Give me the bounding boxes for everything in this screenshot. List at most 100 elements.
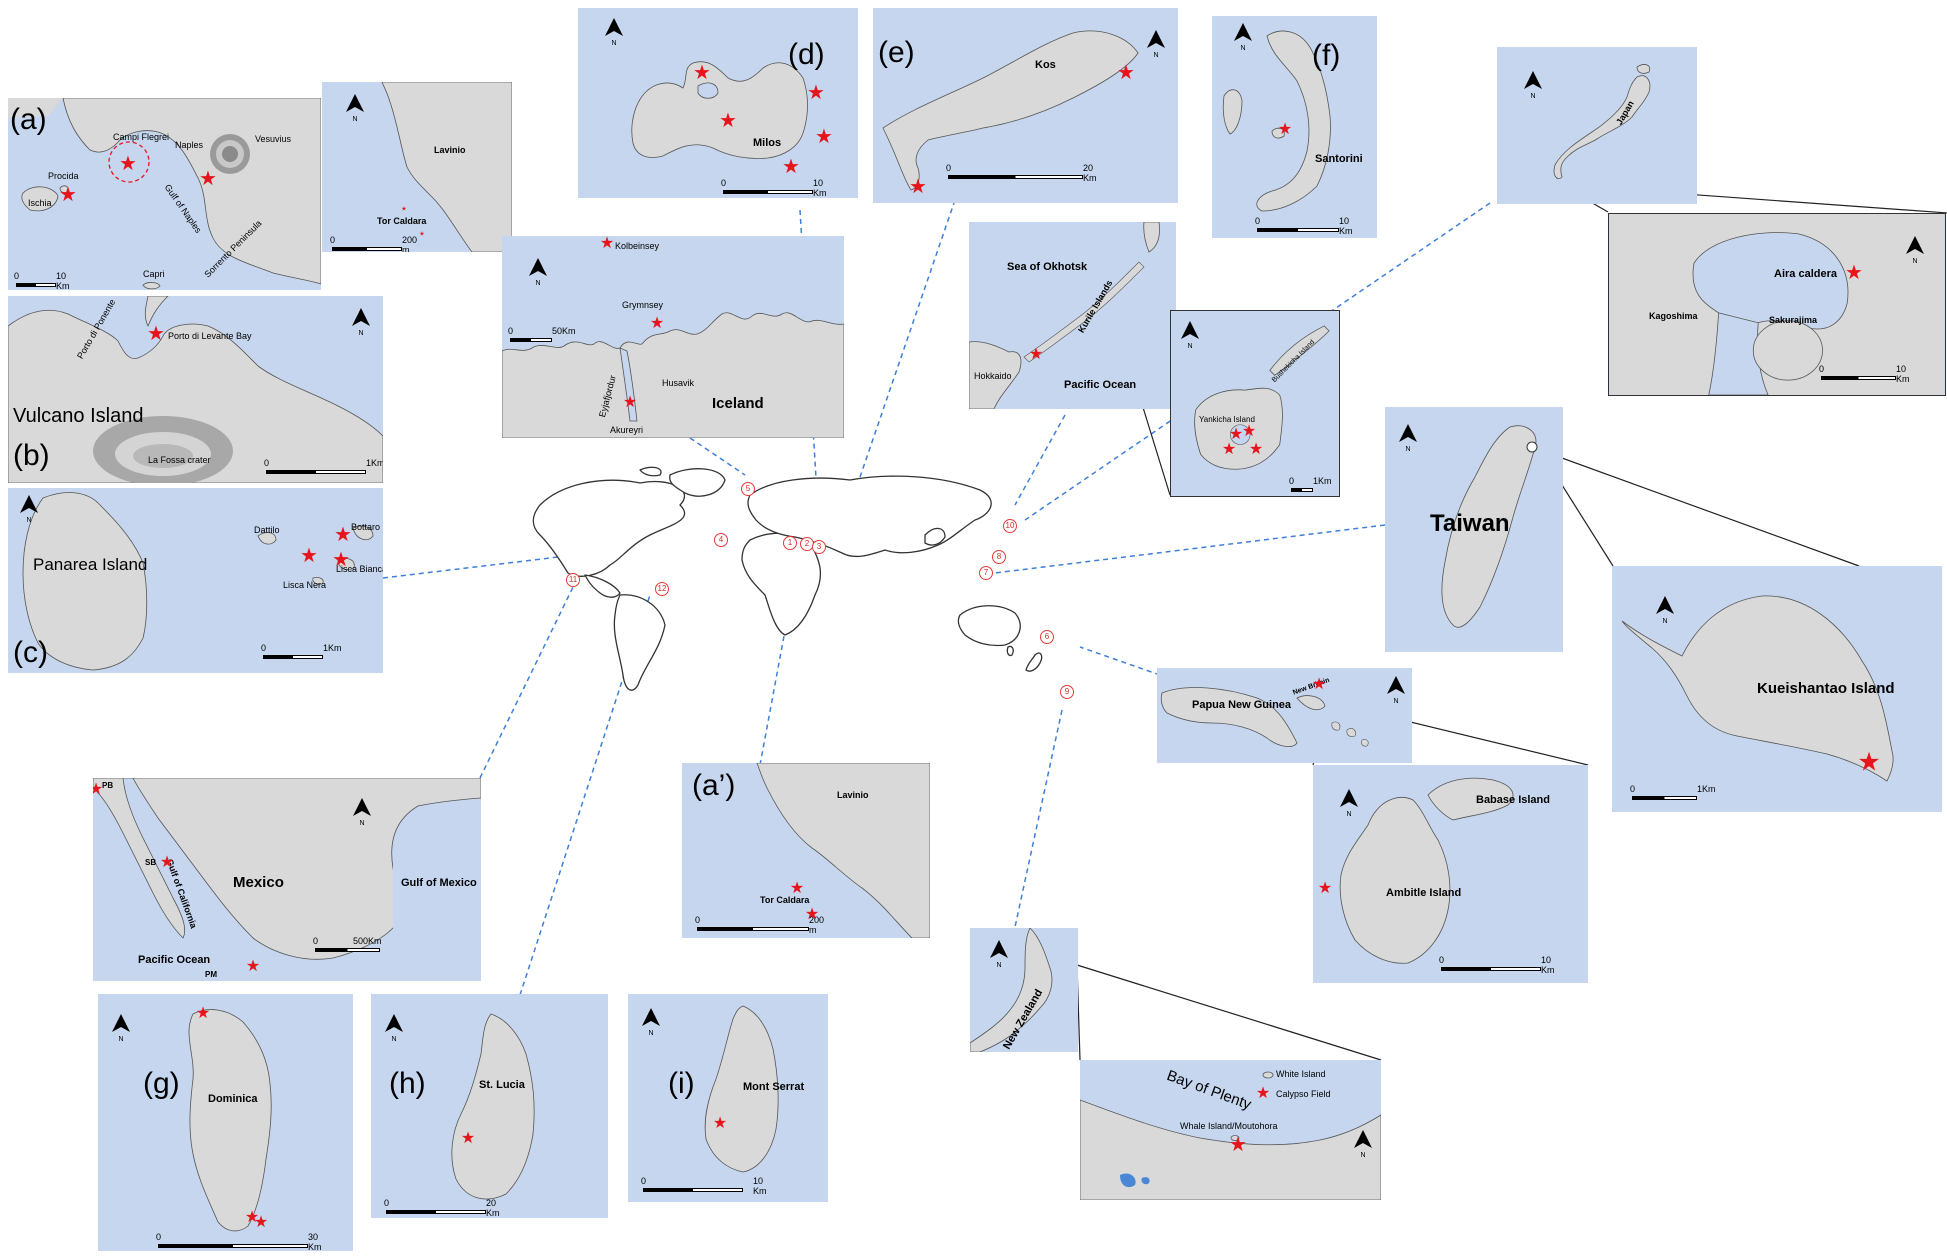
label-kagoshima: Kagoshima [1649,311,1698,321]
red-star-icon: ★ [245,958,261,976]
leader-iceland [689,437,746,476]
north-arrow-icon: N [1352,1128,1374,1159]
svg-text:N: N [1393,698,1398,704]
label-procida: Procida [48,171,79,181]
panel-c-panarea: N Panarea Island Dattilo Bottaro Lisca B… [8,488,383,673]
panel-taiwan: N Taiwan [1385,407,1563,652]
label-milos: Milos [753,137,782,149]
label-ischia: Ischia [28,198,52,208]
label-pacific-ocean: Pacific Ocean [1064,379,1137,391]
north-arrow-icon: N [350,306,372,337]
red-star-icon: ★ [649,315,665,333]
label-babase-island: Babase Island [1476,794,1550,806]
red-star-icon: ★ [815,126,833,148]
svg-text:N: N [391,1036,396,1042]
world-marker-5: 5 [741,482,755,496]
label-pacific-ocean: Pacific Ocean [138,954,211,966]
panel-new-zealand: N New Zealand [970,928,1078,1052]
red-star-icon: ★ [1241,423,1257,441]
panel-tag: (f) [1312,39,1341,72]
label-pm: PM [205,970,217,979]
north-arrow-icon: N [1145,28,1167,59]
world-marker-9: 9 [1060,685,1074,699]
panel-tag: (d) [788,38,825,71]
connector-kueishan-2 [1539,449,1860,567]
red-star-icon: ★ [253,1214,269,1232]
red-star-icon: ★ [332,549,350,571]
red-star-icon: ★ [712,1115,728,1133]
red-star-icon: ★ [1248,441,1264,459]
label-aira-caldera: Aira caldera [1774,268,1837,280]
panel-tag: (g) [143,1067,180,1100]
north-arrow-icon: N [18,493,40,524]
world-marker-7: 7 [979,566,993,580]
red-star-icon: ★ [401,206,407,213]
label-dominica: Dominica [208,1093,258,1105]
north-arrow-icon: N [1232,21,1254,52]
world-marker-11: 11 [566,573,580,587]
red-star-icon: ★ [199,168,217,190]
panel-tag: (b) [13,439,50,472]
panel-tag: (a’) [692,769,736,802]
north-arrow-icon: N [640,1006,662,1037]
label-sb: SB [145,858,157,867]
red-star-icon: ★ [1277,121,1293,139]
label-iceland: Iceland [712,395,764,412]
red-star-icon: ★ [622,394,638,412]
panel-tag: (a) [10,103,47,136]
label-capri: Capri [143,269,165,279]
red-star-icon: ★ [460,1130,476,1148]
red-star-icon: ★ [1255,1085,1271,1103]
red-star-icon: ★ [1028,346,1044,364]
svg-text:N: N [535,280,540,286]
north-arrow-icon: N [110,1012,132,1043]
red-star-icon: ★ [300,545,318,567]
panel-kurile-islands: Sea of Okhotsk Kurile Islands Hokkaido P… [969,222,1176,409]
world-marker-3: 3 [812,540,826,554]
label-st-lucia: St. Lucia [479,1079,525,1091]
label-naples: Naples [175,140,204,150]
label-dattilo: Dattilo [254,525,280,535]
leader-taiwan [994,524,1386,574]
red-star-icon: ★ [334,524,352,546]
red-star-icon: ★ [244,1209,260,1227]
red-star-icon: ★ [599,236,615,253]
label-mexico: Mexico [233,874,284,891]
north-arrow-icon: N [1385,674,1407,705]
red-star-icon: ★ [719,110,737,132]
label-vulcano-island: Vulcano Island [13,405,144,427]
label-husavik: Husavik [662,378,695,388]
north-arrow-icon: N [1654,594,1676,625]
label-taiwan: Taiwan [1430,510,1510,537]
north-arrow-icon: N [1397,422,1419,453]
label-tor-caldara: Tor Caldara [377,216,427,226]
label-bottaro: Bottaro [351,522,381,532]
world-marker-12: 12 [655,582,669,596]
red-star-icon: ★ [119,153,137,175]
label-santorini: Santorini [1315,153,1363,165]
svg-text:N: N [1405,446,1410,452]
label-porto-di-levante-bay: Porto di Levante Bay [168,331,252,341]
label-calypso-field: Calypso Field [1276,1089,1331,1099]
red-star-icon: ★ [1117,62,1135,84]
svg-text:N: N [1662,618,1667,624]
label-mont-serrat: Mont Serrat [743,1081,805,1093]
label-ambitle-island: Ambitle Island [1386,887,1462,899]
world-marker-6: 6 [1040,630,1054,644]
red-star-icon: ★ [195,1005,211,1023]
world-marker-8: 8 [992,550,1006,564]
label-pb: PB [102,781,114,790]
north-arrow-icon: N [988,938,1010,969]
label-sakurajima: Sakurajima [1769,315,1818,325]
north-arrow-icon: N [603,16,625,47]
panel-papua-new-guinea: Papua New Guinea New Britain ★ N [1157,668,1412,763]
red-star-icon: ★ [159,854,175,872]
label-whale-island: Whale Island/Moutohora [1180,1121,1278,1131]
leader-nz [1014,709,1063,928]
svg-text:N: N [1153,52,1158,58]
red-star-icon: ★ [1845,262,1863,284]
